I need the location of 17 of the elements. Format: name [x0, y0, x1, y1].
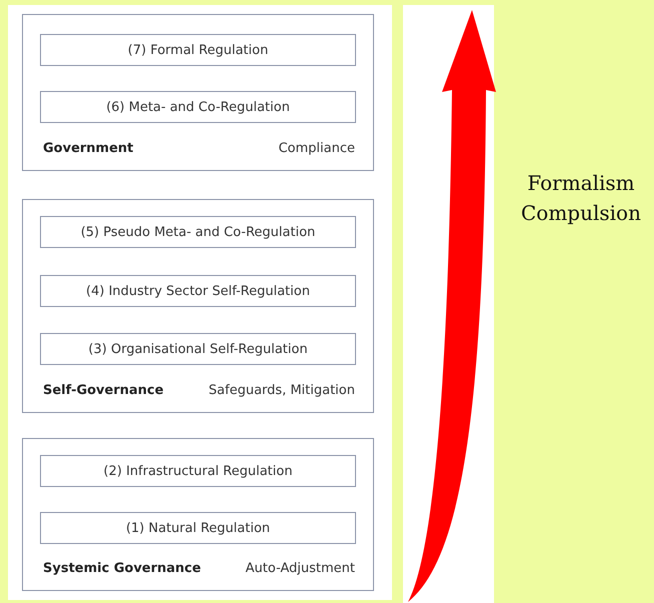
level-box: (3) Organisational Self-Regulation [40, 333, 356, 365]
group-note: Auto-Adjustment [246, 561, 355, 576]
group-heading: Systemic Governance [43, 561, 201, 576]
axis-caption: Formalism Compulsion [520, 170, 642, 227]
group-box [22, 199, 374, 413]
group-note: Safeguards, Mitigation [208, 383, 355, 398]
level-box: (6) Meta- and Co-Regulation [40, 91, 356, 123]
level-box: (4) Industry Sector Self-Regulation [40, 275, 356, 307]
group-heading: Self-Governance [43, 383, 164, 398]
level-box: (2) Infrastructural Regulation [40, 455, 356, 487]
level-box: (7) Formal Regulation [40, 34, 356, 66]
level-box: (5) Pseudo Meta- and Co-Regulation [40, 216, 356, 248]
group-note: Compliance [278, 141, 355, 156]
group-heading: Government [43, 141, 134, 156]
level-box: (1) Natural Regulation [40, 512, 356, 544]
group-box [22, 14, 374, 171]
group-box [22, 438, 374, 591]
